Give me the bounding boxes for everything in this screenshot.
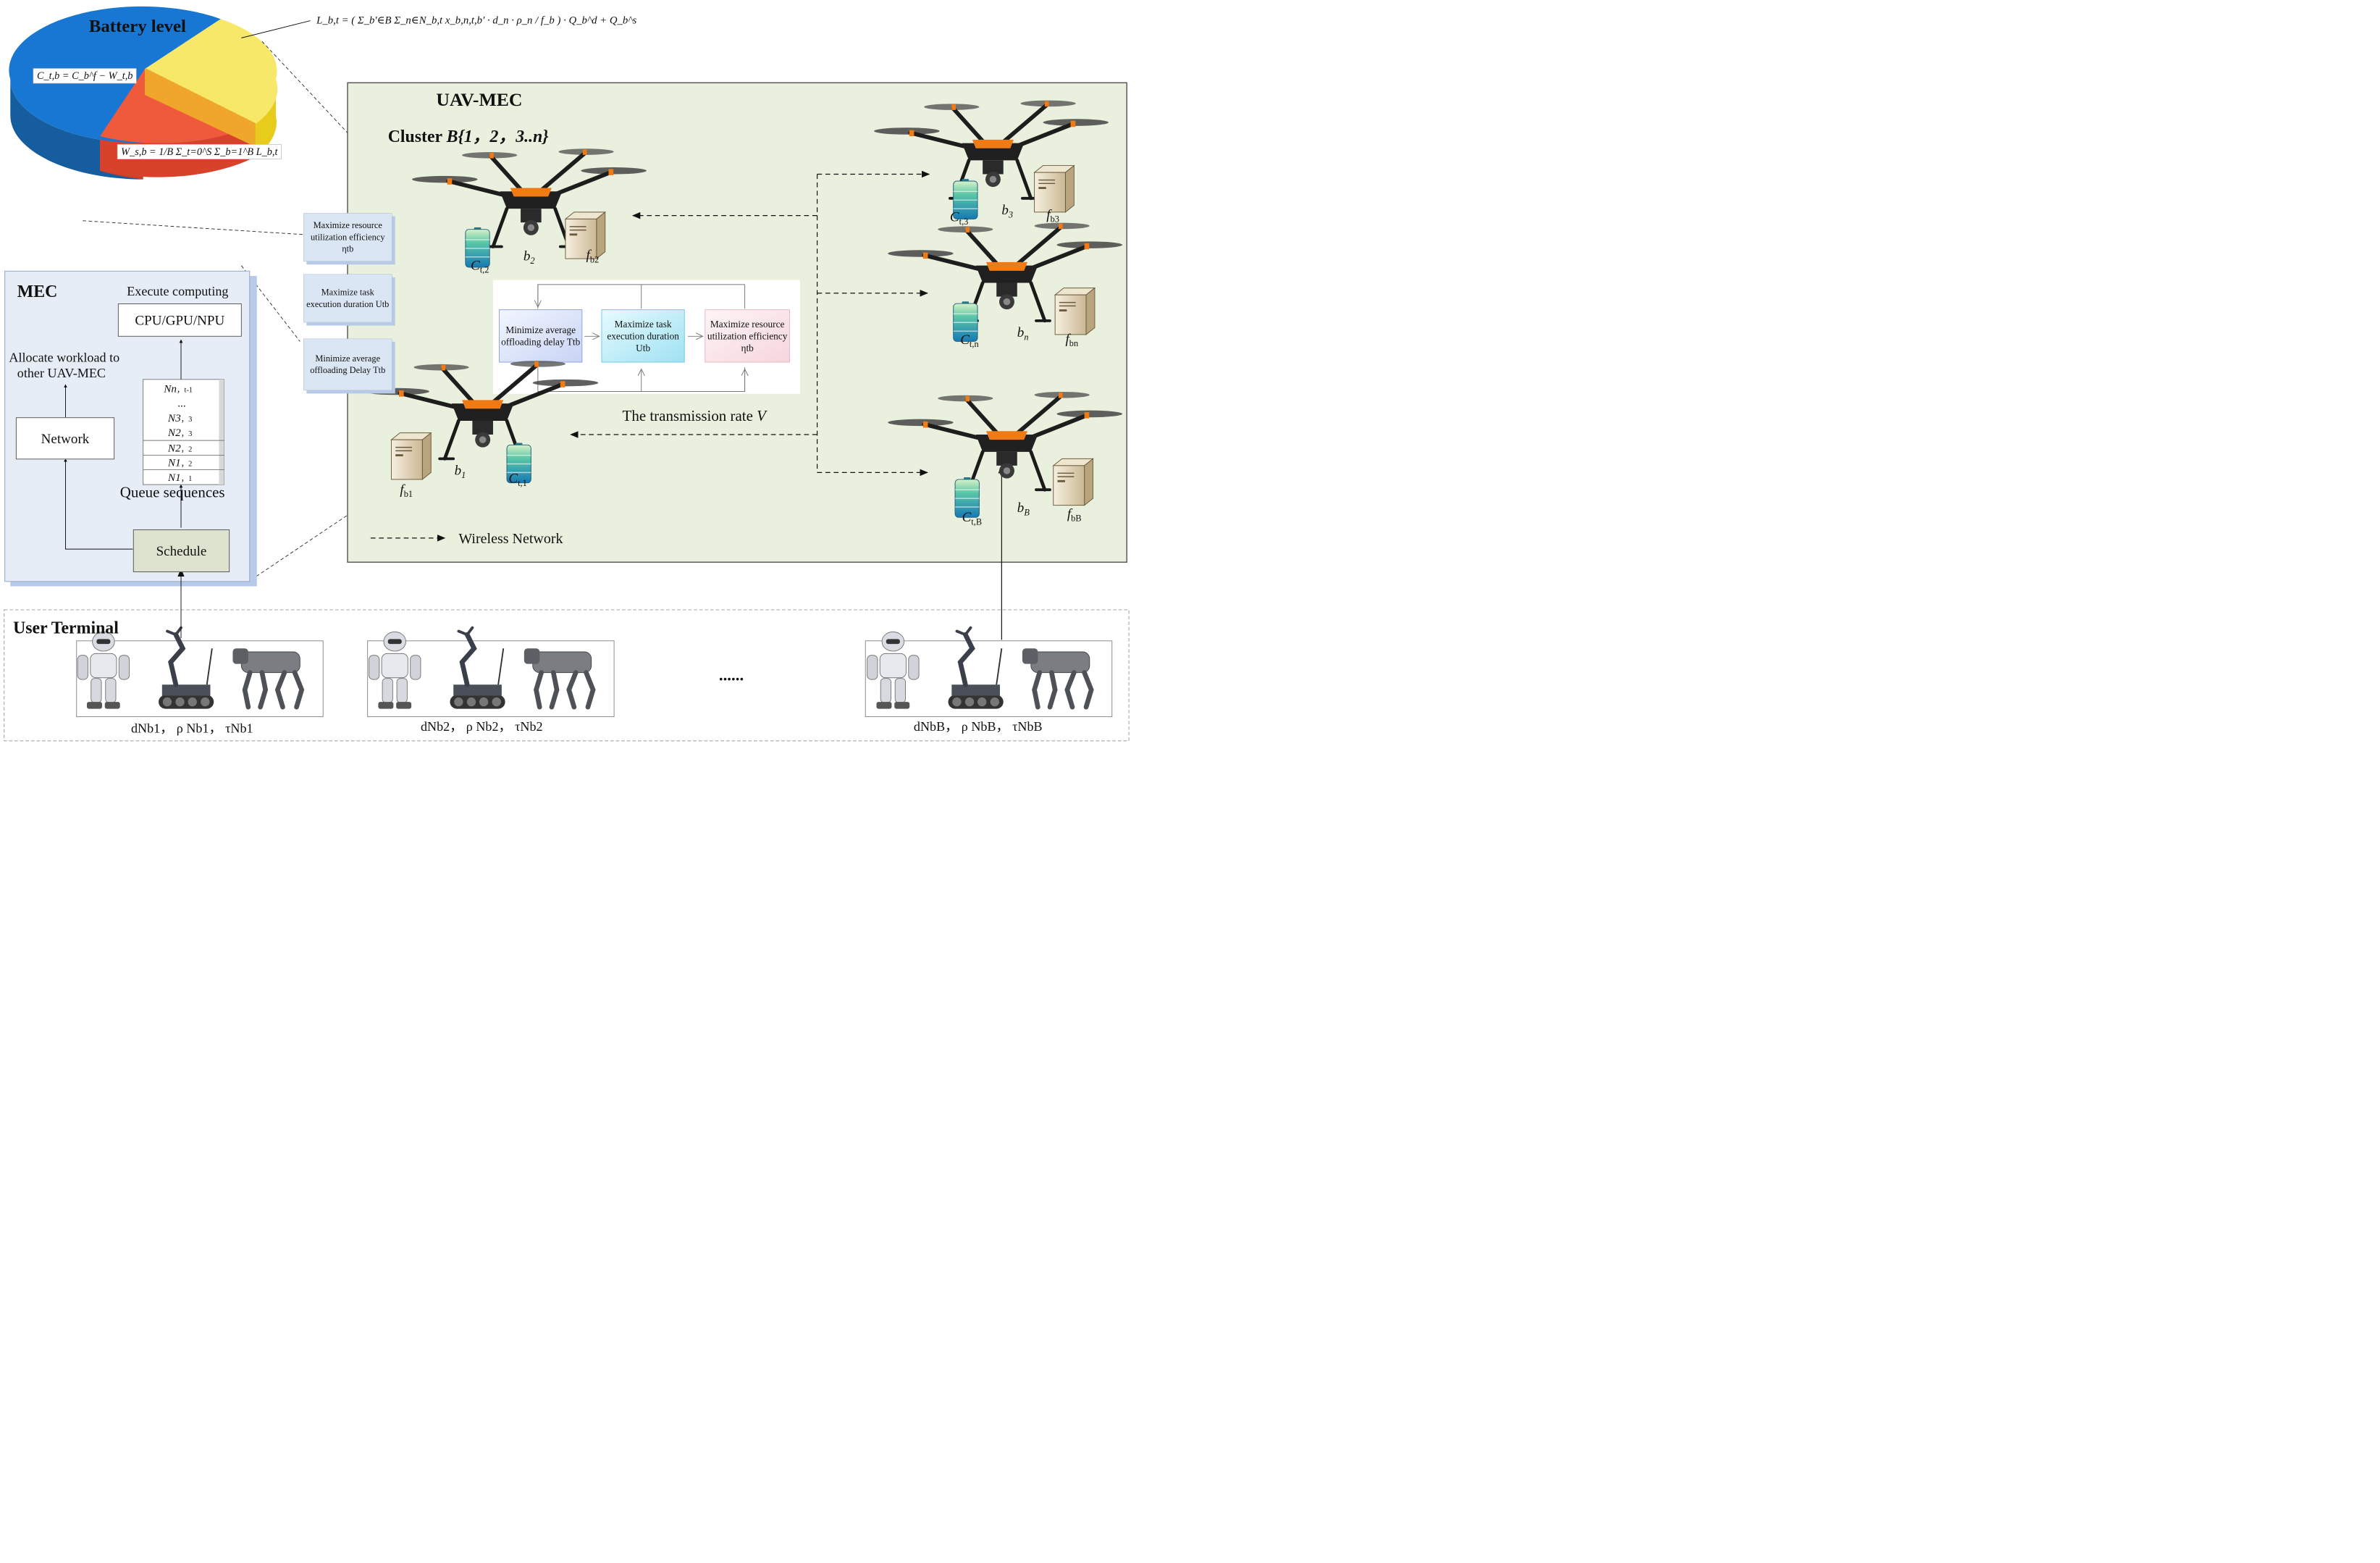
transmission-rate-label: The transmission rate xyxy=(622,407,753,424)
formula-l: L_b,t = ( Σ_b′∈B Σ_n∈N_b,t x_b,n,t,b′ · … xyxy=(316,14,637,26)
queue-item: N3，3 xyxy=(167,411,193,424)
flow-box-delay: Minimize average offloading delay Ttb xyxy=(501,324,581,348)
battery-label-b2: Ct,2 xyxy=(471,257,489,275)
allocate-label-2: other UAV-MEC xyxy=(17,366,106,381)
diagram-canvas xyxy=(4,6,1130,742)
objective-offloading-delay: Minimize average offloading Delay Ttb xyxy=(303,338,392,391)
objective-resource-efficiency: Maximize resource utilization efficiency… xyxy=(303,213,392,261)
queue-item: N1，2 xyxy=(167,456,193,469)
queue-item: N2，2 xyxy=(167,441,193,454)
uav-mec-title: UAV-MEC xyxy=(436,89,523,110)
mec-title: MEC xyxy=(17,281,58,301)
execute-label: Execute computing xyxy=(127,284,229,299)
objective-task-duration: Maximize task execution duration Utb xyxy=(303,274,392,323)
cluster-set: B{1，2，3..n} xyxy=(446,126,549,146)
server-icon xyxy=(390,432,432,480)
user-group-label-2: dNb2， ρ Nb2， τNb2 xyxy=(420,719,543,734)
cpu-gpu-npu-box: CPU/GPU/NPU xyxy=(117,303,242,337)
schedule-box: Schedule xyxy=(133,529,230,573)
queue-item: N2，3 xyxy=(167,426,193,439)
queue-item: N1，1 xyxy=(167,471,193,484)
drone-label-bn: bn xyxy=(1017,324,1029,343)
server-label-bB: fbB xyxy=(1067,506,1082,524)
queue-stack xyxy=(143,379,225,485)
server-label-b2: fb2 xyxy=(586,246,600,265)
battery-title: Battery level xyxy=(88,16,186,36)
allocate-label-1: Allocate workload to xyxy=(9,350,120,365)
user-terminal-panel xyxy=(4,609,1130,742)
wireless-network-legend: Wireless Network xyxy=(458,530,563,547)
user-group-label-3: dNbB， ρ NbB， τNbB xyxy=(913,719,1043,734)
queue-sequences-label: Queue sequences xyxy=(119,484,225,501)
transmission-rate-symbol: V xyxy=(757,407,766,424)
flow-box-duration: Maximize task execution duration Utb xyxy=(607,319,679,354)
server-label-b3: fb3 xyxy=(1046,206,1059,225)
network-box: Network xyxy=(15,417,115,460)
battery-label-bn: Ct,n xyxy=(960,331,979,349)
drone-label-b1: b1 xyxy=(454,462,466,480)
ellipsis: ...... xyxy=(718,666,744,684)
queue-item: ... xyxy=(177,396,186,409)
battery-label-b1: Ct,1 xyxy=(508,470,527,488)
battery-label-b3: Ct,3 xyxy=(949,209,969,227)
cluster-label: Cluster xyxy=(387,126,442,146)
user-group-label-1: dNb1， ρ Nb1， τNb1 xyxy=(130,721,253,736)
flow-box-efficiency: Maximize resource utilization efficiency… xyxy=(707,319,788,354)
queue-item: Nn，t-1 xyxy=(164,382,193,395)
user-terminal-title: User Terminal xyxy=(13,617,119,637)
server-icon xyxy=(1033,164,1075,213)
drone-label-b2: b2 xyxy=(523,248,535,266)
formula-w: W_s,b = 1/B Σ_t=0^S Σ_b=1^B L_b,t xyxy=(117,144,282,160)
drone-label-bB: bB xyxy=(1017,500,1030,518)
server-label-bn: fbn xyxy=(1065,330,1079,348)
server-icon xyxy=(1053,458,1094,506)
drone-label-b3: b3 xyxy=(1001,202,1014,220)
formula-c: C_t,b = C_b^f − W_t,b xyxy=(33,68,137,84)
server-icon xyxy=(1054,287,1096,335)
server-label-b1: fb1 xyxy=(400,481,413,500)
server-icon xyxy=(565,211,606,259)
battery-label-bB: Ct,B xyxy=(962,508,983,527)
